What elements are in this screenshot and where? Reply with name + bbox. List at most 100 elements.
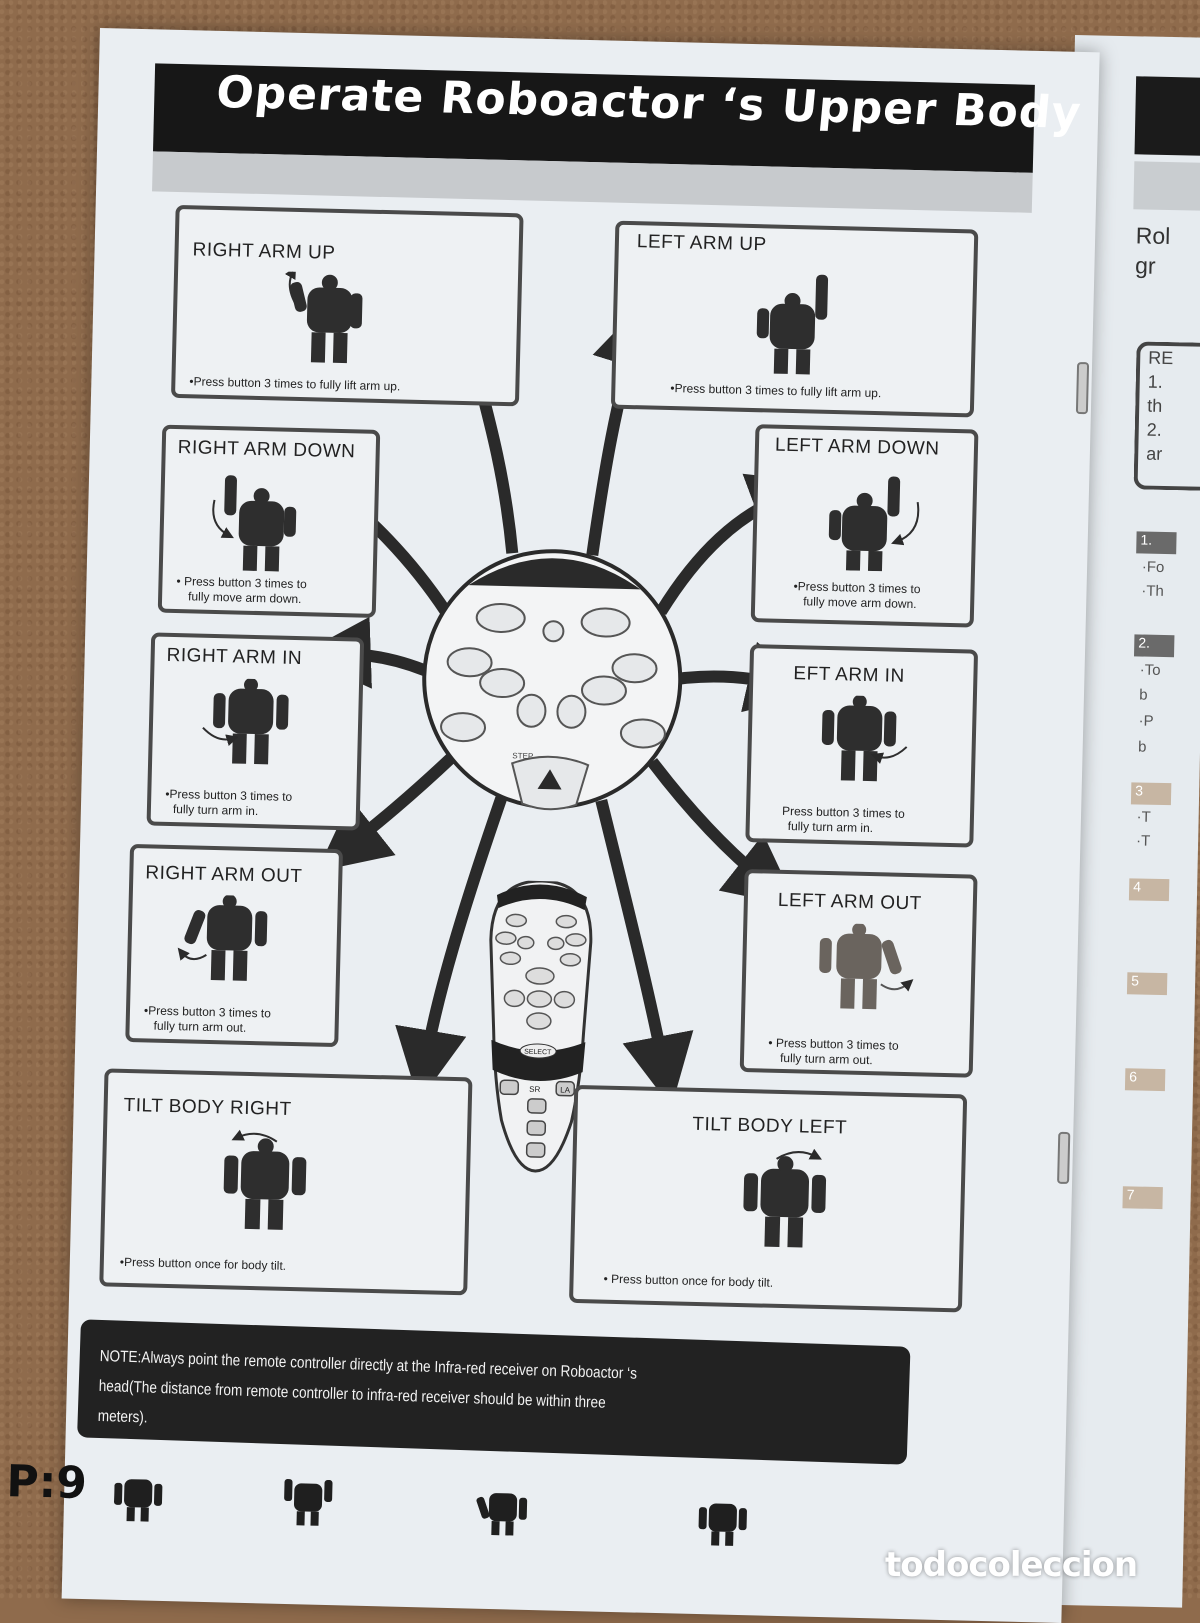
remote-step-label: STEP [512,751,533,761]
robot-arm-up-figure [756,274,829,375]
adjacent-tab-label: 7 [1126,1186,1135,1203]
adjacent-title-bar [1134,76,1200,156]
adjacent-tab: 3 [1130,782,1172,806]
adjacent-tab: 1. [1136,531,1177,555]
panel-left-arm-up: LEFT ARM UP •Press button 3 times to ful… [610,220,979,418]
adjacent-tab: 7 [1122,1186,1163,1210]
panel-note: •Press button once for body tilt. [119,1254,287,1273]
panel-left-arm-out: LEFT ARM OUT • Press button 3 times to f… [739,869,978,1078]
robot-arm-out-figure [819,922,914,1010]
adjacent-box: RE 1. th 2. ar [1133,341,1200,491]
adjacent-small-text: ·Th [1141,582,1165,600]
adjacent-box-line: 1. [1147,371,1163,392]
remote-button[interactable] [516,693,547,728]
panel-note-line2: fully move arm down. [187,589,302,607]
robot-icon [476,1493,528,1536]
remote-button[interactable] [475,602,526,633]
remote-sr-label: SR [529,1085,541,1094]
footer-robot-icons [113,1479,747,1546]
adjacent-box-line: th [1147,395,1163,416]
robot-icon [113,1479,163,1522]
panel-note: •Press button 3 times to fully lift arm … [670,381,882,401]
robot-icon [284,1479,333,1526]
panel-right-arm-in: RIGHT ARM IN •Press button 3 times to fu… [146,632,365,831]
robot-icon [698,1503,747,1546]
watermark-logo: todocoleccion [885,1545,1138,1585]
adjacent-text-1: Rol [1135,222,1171,250]
note-text: NOTE:Always point the remote controller … [97,1347,638,1427]
remote-controller: SELECT SR LA [489,879,593,1173]
adjacent-tab-label: 4 [1133,878,1142,895]
panel-right-arm-up: RIGHT ARM UP •Press button 3 times to fu… [170,204,524,407]
remote-la-label: LA [560,1086,571,1095]
panel-title: LEFT ARM DOWN [774,434,940,460]
adjacent-tab-label: 5 [1131,972,1140,989]
step-triangle-icon [537,769,562,790]
remote-button[interactable] [440,712,487,743]
adjacent-tab: 4 [1128,878,1170,902]
adjacent-small-text: ·To [1139,661,1161,679]
remote-top-dark [468,558,641,590]
adjacent-text-2: gr [1134,252,1156,279]
panel-left-arm-in: EFT ARM IN Press button 3 times to fully… [745,644,979,848]
panel-note-line2: fully move arm down. [803,594,917,612]
adjacent-tab: 6 [1124,1068,1166,1092]
adjacent-small-text: b [1139,686,1148,704]
adjacent-box-line: 2. [1146,419,1162,440]
adjacent-box-line: ar [1146,443,1163,464]
adjacent-box-line: RE [1148,347,1174,369]
panel-title: LEFT ARM UP [636,231,767,256]
adjacent-tab-label: 6 [1129,1068,1138,1085]
arrow-right-arm-out [316,747,462,872]
adjacent-tab: 2. [1133,634,1175,658]
remote-button[interactable] [580,675,627,706]
robot-arm-in-figure [821,694,908,782]
robot-arm-down-figure [212,475,297,572]
panel-title: RIGHT ARM OUT [145,862,303,888]
panel-note-line2: fully turn arm in. [787,819,874,836]
manual-page: Operate Roboactor ‘s Upper Body [6,28,1100,1623]
robot-arm-out-figure [177,894,268,981]
robot-arm-down-figure [828,476,920,572]
panel-note-line2: fully turn arm out. [153,1018,247,1035]
panel-title: TILT BODY RIGHT [123,1094,292,1121]
adjacent-small-text: ·Fo [1141,558,1165,576]
robot-arm-up-figure [284,271,363,364]
panel-note-line2: fully turn arm out. [779,1050,873,1068]
remote-button[interactable] [479,668,526,699]
arrow-tilt-right [395,796,507,1102]
panel-title: LEFT ARM OUT [777,889,923,915]
robot-arm-in-figure [202,677,289,765]
remote-button[interactable] [580,607,631,638]
panel-tilt-body-right: TILT BODY RIGHT •Press button once for b… [99,1068,473,1296]
robot-tilt-figure [223,1129,307,1230]
adjacent-small-text: ·P [1138,712,1154,730]
remote-select-label: SELECT [524,1049,552,1057]
adjacent-tab-label: 2. [1138,634,1151,651]
panel-note-line2: fully turn arm in. [172,802,259,819]
remote-button[interactable] [611,653,658,684]
adjacent-tab-label: 1. [1140,531,1153,548]
remote-button[interactable] [446,647,493,678]
panel-title: RIGHT ARM UP [192,239,336,264]
adjacent-tab-label: 3 [1135,782,1144,799]
panel-title: TILT BODY LEFT [692,1113,848,1139]
page-number: P:9 [5,1456,88,1510]
panel-left-arm-down: LEFT ARM DOWN •Press button 3 times to f… [750,424,979,628]
robot-tilt-figure [743,1148,827,1248]
remote-button[interactable] [619,718,666,749]
panel-note: • Press button once for body tilt. [603,1271,774,1290]
adjacent-small-text: ·T [1136,808,1151,826]
adjacent-small-text: ·T [1135,832,1151,850]
panel-title: EFT ARM IN [793,663,905,687]
panel-note: •Press button 3 times to fully lift arm … [189,374,401,394]
panel-right-arm-out: RIGHT ARM OUT •Press button 3 times to f… [125,843,344,1048]
panel-right-arm-down: RIGHT ARM DOWN • Press button 3 times to… [157,424,381,618]
adjacent-small-text: b [1137,738,1147,756]
arrow-tilt-left [595,799,694,1108]
adjacent-tab: 5 [1126,972,1168,996]
panel-title: RIGHT ARM DOWN [177,437,356,463]
remote-sensor [542,620,565,643]
remote-button[interactable] [556,694,587,729]
panel-title: RIGHT ARM IN [166,644,303,670]
